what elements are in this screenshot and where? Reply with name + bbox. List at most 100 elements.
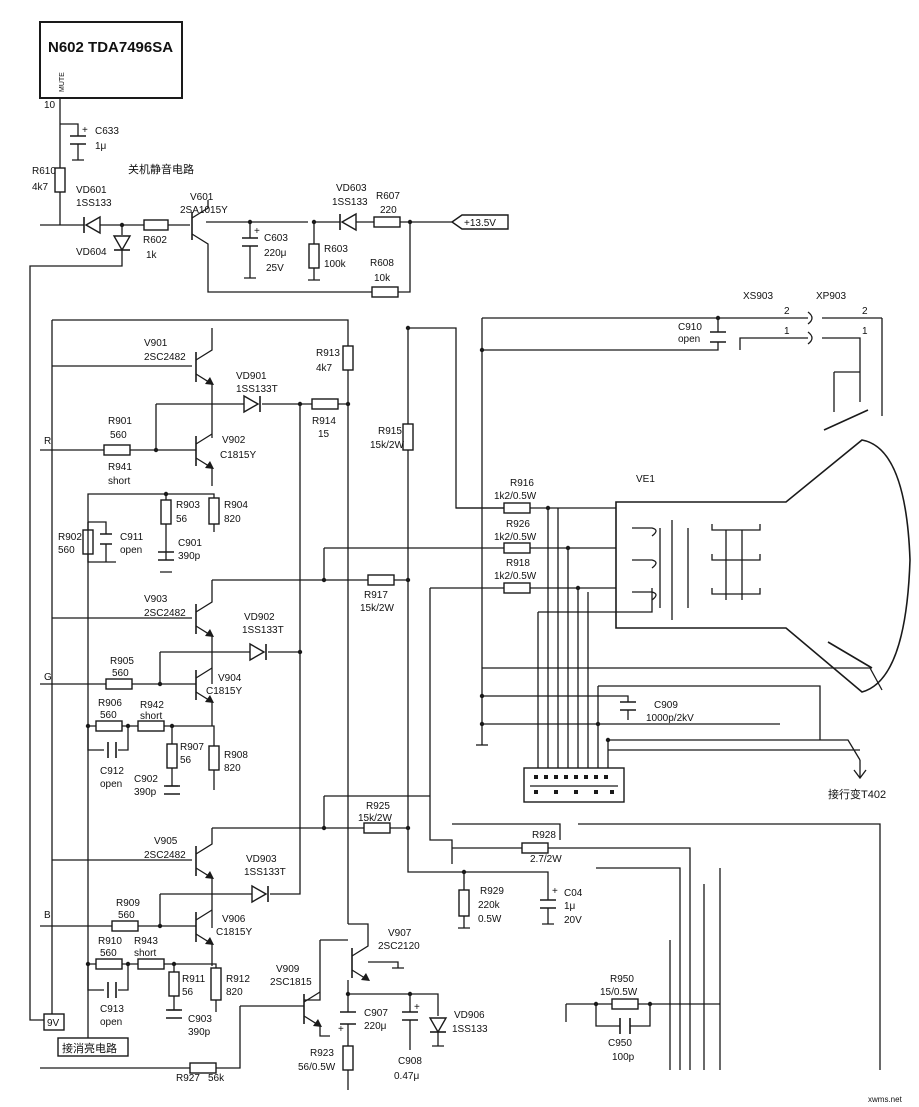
vd906-ref: VD906 xyxy=(454,1010,485,1021)
crt-label: VE1 xyxy=(636,474,655,485)
v906-ref: V906 xyxy=(222,914,246,925)
c909-ref: C909 xyxy=(654,700,678,711)
r950-ref: R950 xyxy=(610,974,634,985)
c04-ref: C04 xyxy=(564,888,583,899)
c603-voltage: 25V xyxy=(266,263,284,274)
v903-ref: V903 xyxy=(144,594,168,605)
r903-value: 56 xyxy=(176,514,188,525)
c909-value: 1000p/2kV xyxy=(646,713,694,724)
c908-value: 0.47μ xyxy=(394,1071,419,1082)
c04-voltage: 20V xyxy=(564,915,582,926)
xp903-pin2: 2 xyxy=(862,306,868,317)
c912-ref: C912 xyxy=(100,766,124,777)
r942-value: short xyxy=(140,711,162,722)
r902-ref: R902 xyxy=(58,532,82,543)
r913-ref: R913 xyxy=(316,348,340,359)
r608-ref: R608 xyxy=(370,258,394,269)
c911-value: open xyxy=(120,545,142,556)
r602-ref: R602 xyxy=(143,235,167,246)
r929-ref: R929 xyxy=(480,886,504,897)
r904-value: 820 xyxy=(224,514,241,525)
v902-value: C1815Y xyxy=(220,450,256,461)
c908-ref: C908 xyxy=(398,1056,422,1067)
r910-value: 560 xyxy=(100,948,117,959)
c633-ref: C633 xyxy=(95,126,119,137)
r610-ref: R610 xyxy=(32,166,56,177)
r942-ref: R942 xyxy=(140,700,164,711)
crt-socket xyxy=(523,767,625,803)
g-input: G xyxy=(44,672,52,683)
c903-ref: C903 xyxy=(188,1014,212,1025)
r929-power: 0.5W xyxy=(478,914,502,925)
r902-value: 560 xyxy=(58,545,75,556)
vd601-ref: VD601 xyxy=(76,185,107,196)
r-input: R xyxy=(44,436,51,447)
b-input: B xyxy=(44,910,51,921)
r925-ref: R925 xyxy=(366,801,390,812)
vd603-ref: VD603 xyxy=(336,183,367,194)
erase-label: 接消亮电路 xyxy=(62,1041,117,1055)
vd901-value: 1SS133T xyxy=(236,384,278,395)
vd902-ref: VD902 xyxy=(244,612,275,623)
r929-value: 220k xyxy=(478,900,501,911)
r943-ref: R943 xyxy=(134,936,158,947)
c910-value: open xyxy=(678,334,700,345)
vd903-value: 1SS133T xyxy=(244,867,286,878)
vd902-value: 1SS133T xyxy=(242,625,284,636)
v904-ref: V904 xyxy=(218,673,242,684)
svg-text:+: + xyxy=(338,1024,344,1035)
r910-ref: R910 xyxy=(98,936,122,947)
r608-value: 10k xyxy=(374,273,391,284)
r904-ref: R904 xyxy=(224,500,248,511)
r607-ref: R607 xyxy=(376,191,400,202)
nine-v-label: 9V xyxy=(47,1018,60,1029)
v909-ref: V909 xyxy=(276,964,300,975)
r906-ref: R906 xyxy=(98,698,122,709)
r909-value: 560 xyxy=(118,910,135,921)
c907-ref: C907 xyxy=(364,1008,388,1019)
ic-pin-number: 10 xyxy=(44,100,56,111)
v907-ref: V907 xyxy=(388,928,412,939)
r602-value: 1k xyxy=(146,250,158,261)
r950-value: 15/0.5W xyxy=(600,987,638,998)
c907-value: 220μ xyxy=(364,1021,387,1032)
c603-value: 220μ xyxy=(264,248,287,259)
c903-value: 390p xyxy=(188,1027,211,1038)
r607-value: 220 xyxy=(380,205,397,216)
xp903-label: XP903 xyxy=(816,291,846,302)
r926-value: 1k2/0.5W xyxy=(494,532,537,543)
r943-value: short xyxy=(134,948,156,959)
r918-value: 1k2/0.5W xyxy=(494,571,537,582)
r915-ref: R915 xyxy=(378,426,402,437)
r941-ref: R941 xyxy=(108,462,132,473)
vd601-value: 1SS133 xyxy=(76,198,112,209)
c913-value: open xyxy=(100,1017,122,1028)
c04-value: 1μ xyxy=(564,901,576,912)
v601-ref: V601 xyxy=(190,192,214,203)
r610-value: 4k7 xyxy=(32,182,49,193)
vd903-ref: VD903 xyxy=(246,854,277,865)
c902-ref: C902 xyxy=(134,774,158,785)
crt-ve1: VE1 xyxy=(615,409,911,693)
c950-ref: C950 xyxy=(608,1038,632,1049)
v905-value: 2SC2482 xyxy=(144,850,186,861)
r907-ref: R907 xyxy=(180,742,204,753)
v904-value: C1815Y xyxy=(206,686,242,697)
r926-ref: R926 xyxy=(506,519,530,530)
v909-value: 2SC1815 xyxy=(270,977,312,988)
v901-value: 2SC2482 xyxy=(144,352,186,363)
v903-value: 2SC2482 xyxy=(144,608,186,619)
r603-ref: R603 xyxy=(324,244,348,255)
r909-ref: R909 xyxy=(116,898,140,909)
r911-value: 56 xyxy=(182,987,194,998)
r941-value: short xyxy=(108,476,130,487)
r925-value: 15k/2W xyxy=(358,813,392,824)
vd603-value: 1SS133 xyxy=(332,197,368,208)
watermark: xwms.net xyxy=(868,1095,903,1104)
svg-text:+: + xyxy=(82,125,88,136)
c911-ref: C911 xyxy=(120,532,144,543)
xs903-pin1: 1 xyxy=(784,326,790,337)
r916-ref: R916 xyxy=(510,478,534,489)
r906-value: 560 xyxy=(100,710,117,721)
r913-value: 4k7 xyxy=(316,363,333,374)
